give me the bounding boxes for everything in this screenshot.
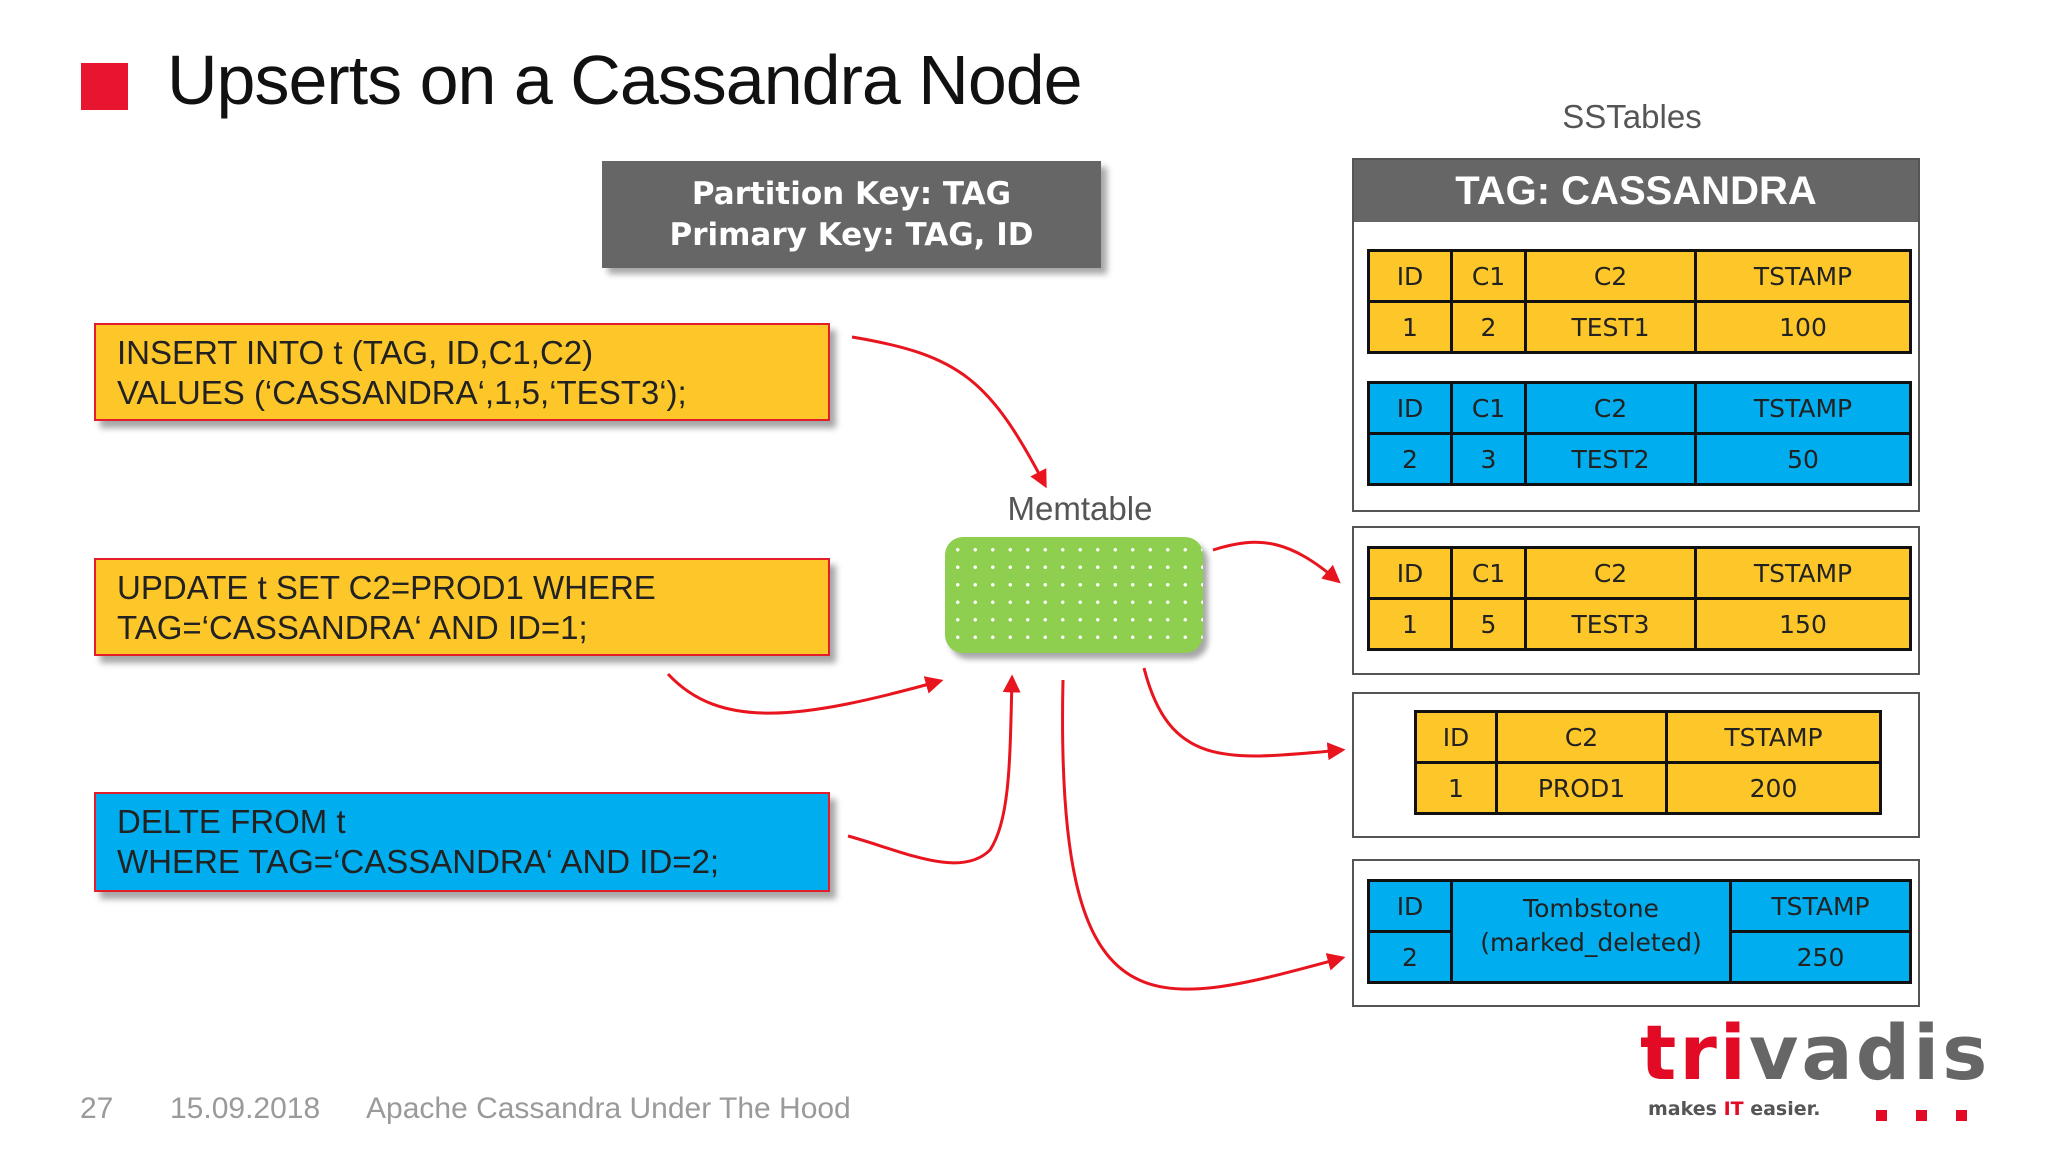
table-header-row: ID C1 C2 TSTAMP	[1367, 546, 1912, 600]
logo-tri: tri	[1640, 1008, 1749, 1097]
header-cell: TSTAMP	[1694, 546, 1912, 600]
arrow-update-to-memtable	[666, 672, 944, 715]
table-row: 1 2 TEST1 100	[1367, 300, 1912, 354]
key-definition-box: Partition Key: TAG Primary Key: TAG, ID	[602, 161, 1101, 268]
logo-dot	[1876, 1110, 1887, 1121]
sstable-row-table: ID C1 C2 TSTAMP 2 3 TEST2 50	[1367, 381, 1912, 486]
sstable-row-table: ID C2 TSTAMP 1 PROD1 200	[1414, 710, 1882, 815]
cell: PROD1	[1495, 761, 1668, 815]
footer-date: 15.09.2018	[170, 1092, 321, 1125]
header-cell: ID	[1414, 710, 1498, 764]
cell: 150	[1694, 597, 1912, 651]
trivadis-logo: trivadis makes IT easier.	[1640, 1008, 1987, 1132]
update-line-2: TAG=‘CASSANDRA‘ AND ID=1;	[117, 609, 588, 646]
delete-line-2: WHERE TAG=‘CASSANDRA‘ AND ID=2;	[117, 843, 720, 880]
sstable-box: ID C1 C2 TSTAMP 1 5 TEST3 150	[1352, 526, 1920, 675]
delete-statement-box: DELTE FROM t WHERE TAG=‘CASSANDRA‘ AND I…	[94, 792, 830, 892]
cell: TEST1	[1524, 300, 1697, 354]
table-header-row: ID Tombstone (marked_deleted) TSTAMP	[1367, 879, 1912, 984]
slide-title: Upserts on a Cassandra Node	[167, 41, 1083, 119]
insert-line-1: INSERT INTO t (TAG, ID,C1,C2)	[117, 334, 594, 371]
cell: TEST2	[1524, 432, 1697, 486]
header-cell: C1	[1450, 546, 1527, 600]
logo-dot	[1916, 1110, 1927, 1121]
arrow-memtable-to-sstable-update	[1142, 667, 1346, 761]
tombstone-note: (marked_deleted)	[1480, 928, 1702, 957]
cell: 5	[1450, 597, 1527, 651]
tagline-pre: makes	[1648, 1098, 1724, 1120]
sstable-partition-box: TAG: CASSANDRA ID C1 C2 TSTAMP 1 2 TEST1…	[1352, 158, 1920, 512]
table-row: 2 250	[1367, 930, 1912, 984]
footer-presentation-title: Apache Cassandra Under The Hood	[366, 1092, 851, 1125]
cell: 2	[1367, 930, 1453, 984]
cell: 1	[1367, 300, 1453, 354]
title-bullet-square	[81, 63, 128, 110]
logo-dot	[1956, 1110, 1967, 1121]
tombstone-label: Tombstone	[1523, 894, 1659, 923]
delete-line-1: DELTE FROM t	[117, 803, 346, 840]
arrow-memtable-to-sstable-insert	[1212, 540, 1341, 584]
header-cell: TSTAMP	[1729, 879, 1912, 933]
arrow-insert-to-memtable	[851, 335, 1047, 489]
header-cell: TSTAMP	[1694, 381, 1912, 435]
update-line-1: UPDATE t SET C2=PROD1 WHERE	[117, 569, 656, 606]
arrow-delete-to-memtable	[847, 674, 1021, 865]
table-header-row: ID C2 TSTAMP	[1414, 710, 1882, 764]
table-row: 1 PROD1 200	[1414, 761, 1882, 815]
memtable-block	[945, 537, 1203, 653]
insert-statement-box: INSERT INTO t (TAG, ID,C1,C2) VALUES (‘C…	[94, 323, 830, 421]
header-cell: C2	[1524, 249, 1697, 303]
header-cell: ID	[1367, 381, 1453, 435]
update-statement-box: UPDATE t SET C2=PROD1 WHERE TAG=‘CASSAND…	[94, 558, 830, 656]
cell: 250	[1729, 930, 1912, 984]
partition-key-label: Partition Key: TAG	[691, 175, 1012, 212]
header-cell: C2	[1495, 710, 1668, 764]
footer-page-number: 27	[80, 1092, 114, 1125]
cell: TEST3	[1524, 597, 1697, 651]
memtable-label: Memtable	[1007, 490, 1153, 527]
cell: 200	[1665, 761, 1882, 815]
cell: 2	[1450, 300, 1527, 354]
arrow-memtable-to-sstable-delete	[1061, 679, 1346, 991]
header-cell: ID	[1367, 249, 1453, 303]
sstable-row-table: ID C1 C2 TSTAMP 1 2 TEST1 100	[1367, 249, 1912, 354]
logo-vadis: vadis	[1748, 1008, 1991, 1097]
header-cell: TSTAMP	[1665, 710, 1882, 764]
header-cell: ID	[1367, 879, 1453, 933]
cell: 3	[1450, 432, 1527, 486]
tagline-it: IT	[1723, 1098, 1744, 1120]
insert-line-2: VALUES (‘CASSANDRA‘,1,5,‘TEST3‘);	[117, 374, 687, 411]
sstable-box: ID C2 TSTAMP 1 PROD1 200	[1352, 692, 1920, 838]
cell: 1	[1367, 597, 1453, 651]
logo-wordmark: trivadis	[1640, 1008, 1990, 1097]
header-cell: TSTAMP	[1694, 249, 1912, 303]
header-cell: C2	[1524, 381, 1697, 435]
table-header-row: ID C1 C2 TSTAMP	[1367, 381, 1912, 435]
header-cell: C1	[1450, 381, 1527, 435]
header-cell: C1	[1450, 249, 1527, 303]
header-cell: C2	[1524, 546, 1697, 600]
tagline-post: easier.	[1743, 1098, 1821, 1120]
header-cell: ID	[1367, 546, 1453, 600]
logo-tagline: makes IT easier.	[1648, 1098, 1821, 1120]
cell: 1	[1414, 761, 1498, 815]
partition-header: TAG: CASSANDRA	[1354, 160, 1918, 222]
tombstone-table: ID Tombstone (marked_deleted) TSTAMP 2 2…	[1367, 879, 1912, 984]
table-row: 2 3 TEST2 50	[1367, 432, 1912, 486]
sstable-box: ID Tombstone (marked_deleted) TSTAMP 2 2…	[1352, 859, 1920, 1007]
cell: 50	[1694, 432, 1912, 486]
cell: 100	[1694, 300, 1912, 354]
cell: 2	[1367, 432, 1453, 486]
tombstone-cell: Tombstone (marked_deleted)	[1450, 879, 1732, 984]
sstable-row-table: ID C1 C2 TSTAMP 1 5 TEST3 150	[1367, 546, 1912, 651]
table-header-row: ID C1 C2 TSTAMP	[1367, 249, 1912, 303]
primary-key-label: Primary Key: TAG, ID	[669, 216, 1034, 253]
table-row: 1 5 TEST3 150	[1367, 597, 1912, 651]
sstables-label: SSTables	[1562, 98, 1702, 135]
